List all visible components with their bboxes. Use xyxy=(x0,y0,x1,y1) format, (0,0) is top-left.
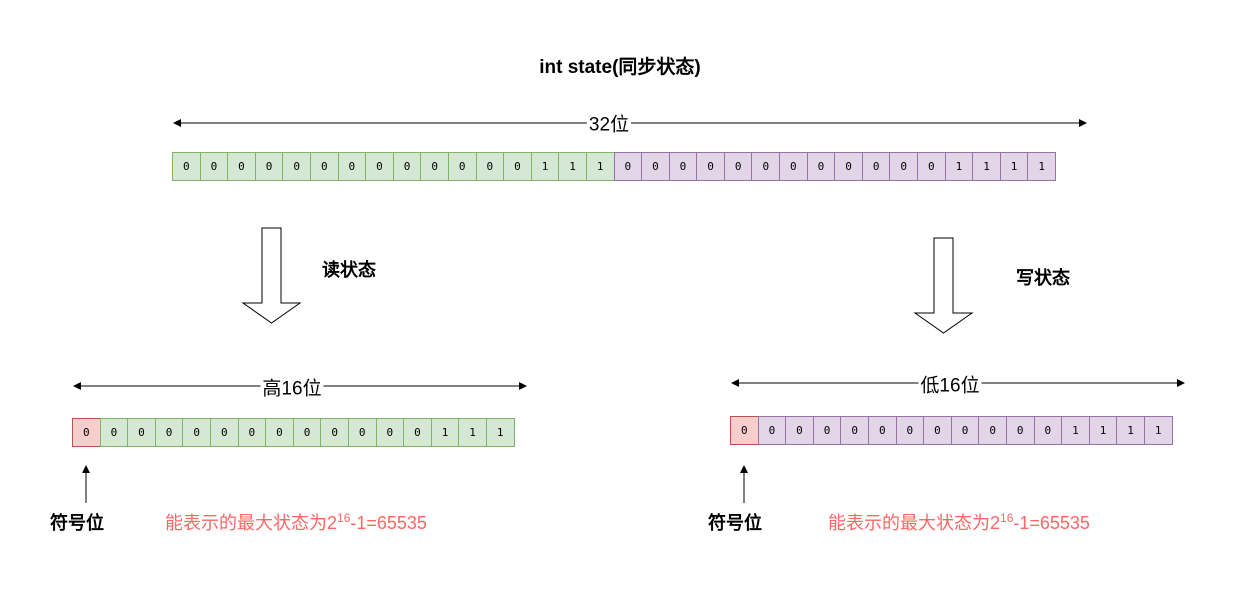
bit-cell: 1 xyxy=(430,418,460,447)
span-label-high16: 高16位 xyxy=(260,373,324,401)
bit-cell: 0 xyxy=(127,418,156,447)
span-label-32: 32位 xyxy=(586,109,632,137)
bit-cell: 0 xyxy=(265,418,294,447)
bit-cell: 1 xyxy=(1027,152,1056,181)
bit-cell: 0 xyxy=(375,418,405,447)
bit-cell: 0 xyxy=(1005,416,1035,445)
bit-cell: 0 xyxy=(1033,416,1063,445)
bit-cell: 0 xyxy=(840,416,869,445)
bit-cell: 0 xyxy=(309,152,339,181)
bit-cell: 0 xyxy=(641,152,670,181)
bit-cell: 0 xyxy=(779,152,808,181)
bit-cell: 1 xyxy=(944,152,974,181)
bit-cell: 0 xyxy=(696,152,725,181)
write-label: 写状态 xyxy=(1016,268,1070,288)
bit-cell: 0 xyxy=(861,152,891,181)
bit-cell: 0 xyxy=(867,416,897,445)
max-state-text-right: 能表示的最大状态为216-1=65535 xyxy=(828,511,1090,533)
bit-cell: 0 xyxy=(337,152,367,181)
read-label: 读状态 xyxy=(322,260,376,280)
bit-cell: 0 xyxy=(403,418,432,447)
bit-cell: 0 xyxy=(613,152,643,181)
bit-cell: 1 xyxy=(1143,416,1173,445)
bit-cell: 0 xyxy=(99,418,129,447)
bit-cell: 1 xyxy=(1061,416,1090,445)
bit-cell: 0 xyxy=(751,152,781,181)
diagram-title: int state(同步状态) xyxy=(539,57,701,78)
bit-cell: 1 xyxy=(972,152,1001,181)
bit-cell: 0 xyxy=(292,418,322,447)
bit-cell: 0 xyxy=(199,152,229,181)
max-state-text-left: 能表示的最大状态为216-1=65535 xyxy=(165,511,427,533)
read-down-arrow-icon xyxy=(241,227,302,324)
bit-cell: 0 xyxy=(889,152,919,181)
bit-cell: 0 xyxy=(806,152,836,181)
bit-cell: 0 xyxy=(447,152,477,181)
bit-cell: 1 xyxy=(585,152,615,181)
bit-cell: 0 xyxy=(365,152,394,181)
bit-cell: 0 xyxy=(503,152,532,181)
bit-cell: 0 xyxy=(154,418,184,447)
bit-cell: 0 xyxy=(227,152,256,181)
bit-cell: 0 xyxy=(420,152,449,181)
bit-cell: 0 xyxy=(237,418,267,447)
bit-cell: 1 xyxy=(999,152,1029,181)
bit-cell: 0 xyxy=(785,416,814,445)
bit-cell: 0 xyxy=(254,152,284,181)
bit-cell: 0 xyxy=(978,416,1007,445)
bit-cell: 0 xyxy=(812,416,842,445)
bit-cell: 1 xyxy=(458,418,487,447)
bit-cell: 0 xyxy=(209,418,239,447)
bit-cell: 0 xyxy=(347,418,377,447)
write-down-arrow-icon xyxy=(913,237,974,334)
bit-cell: 0 xyxy=(723,152,753,181)
bit-cell: 0 xyxy=(282,152,311,181)
bit-cell: 1 xyxy=(485,418,515,447)
bit-cell: 0 xyxy=(320,418,349,447)
bit-cell: 0 xyxy=(917,152,946,181)
bit-cell: 0 xyxy=(668,152,698,181)
bit-cell: 1 xyxy=(1088,416,1118,445)
bit-cell: 0 xyxy=(950,416,980,445)
bit-cell: 1 xyxy=(558,152,587,181)
span-label-low16: 低16位 xyxy=(918,370,982,398)
bit-cell: 0 xyxy=(834,152,863,181)
sign-bit-label-right: 符号位 xyxy=(708,513,762,533)
bit-cell: 0 xyxy=(895,416,925,445)
bit-cell: 0 xyxy=(182,418,211,447)
bit-cell: 0 xyxy=(923,416,952,445)
bit-cell: 0 xyxy=(172,152,201,181)
bit-cell: 0 xyxy=(730,416,759,445)
sign-bit-label-left: 符号位 xyxy=(50,513,104,533)
bit-cell: 0 xyxy=(392,152,422,181)
bit-cell: 0 xyxy=(757,416,787,445)
bit-cell: 0 xyxy=(72,418,101,447)
bit-cell: 1 xyxy=(1116,416,1145,445)
bit-cell: 0 xyxy=(475,152,505,181)
bit-cell: 1 xyxy=(530,152,560,181)
